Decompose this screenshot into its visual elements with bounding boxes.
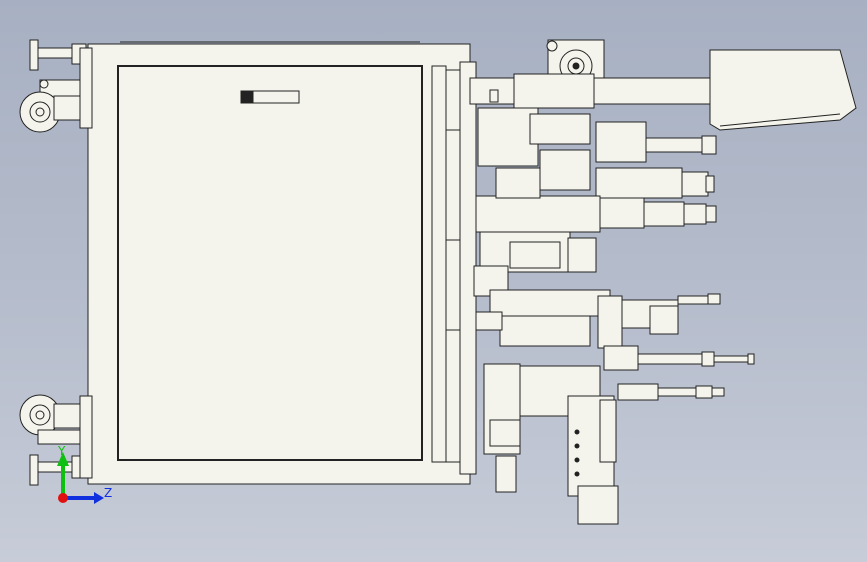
door-handle: [240, 90, 300, 104]
view-orientation-triad[interactable]: Y Z: [57, 444, 112, 504]
leveling-foot-top: [29, 39, 87, 71]
linear-actuator-arm: [469, 73, 711, 109]
gearbox-housing: [709, 49, 857, 131]
y-axis-arrowhead: [57, 452, 69, 466]
x-axis-dot: [58, 493, 68, 503]
mechanism-lower: [483, 363, 619, 525]
mechanism-middle: [473, 231, 755, 401]
y-axis-label: Y: [57, 444, 66, 458]
cabinet-door-panel: [117, 65, 423, 461]
cylinder-assembly-upper: [475, 107, 717, 233]
leveling-foot-bottom: [29, 454, 87, 486]
z-axis-label: Z: [104, 486, 112, 500]
caster-wheel-top: [19, 79, 85, 133]
caster-wheel-bottom: [19, 394, 85, 445]
cabinet-side-rails: [431, 61, 477, 475]
z-axis-arrowhead: [94, 492, 104, 504]
